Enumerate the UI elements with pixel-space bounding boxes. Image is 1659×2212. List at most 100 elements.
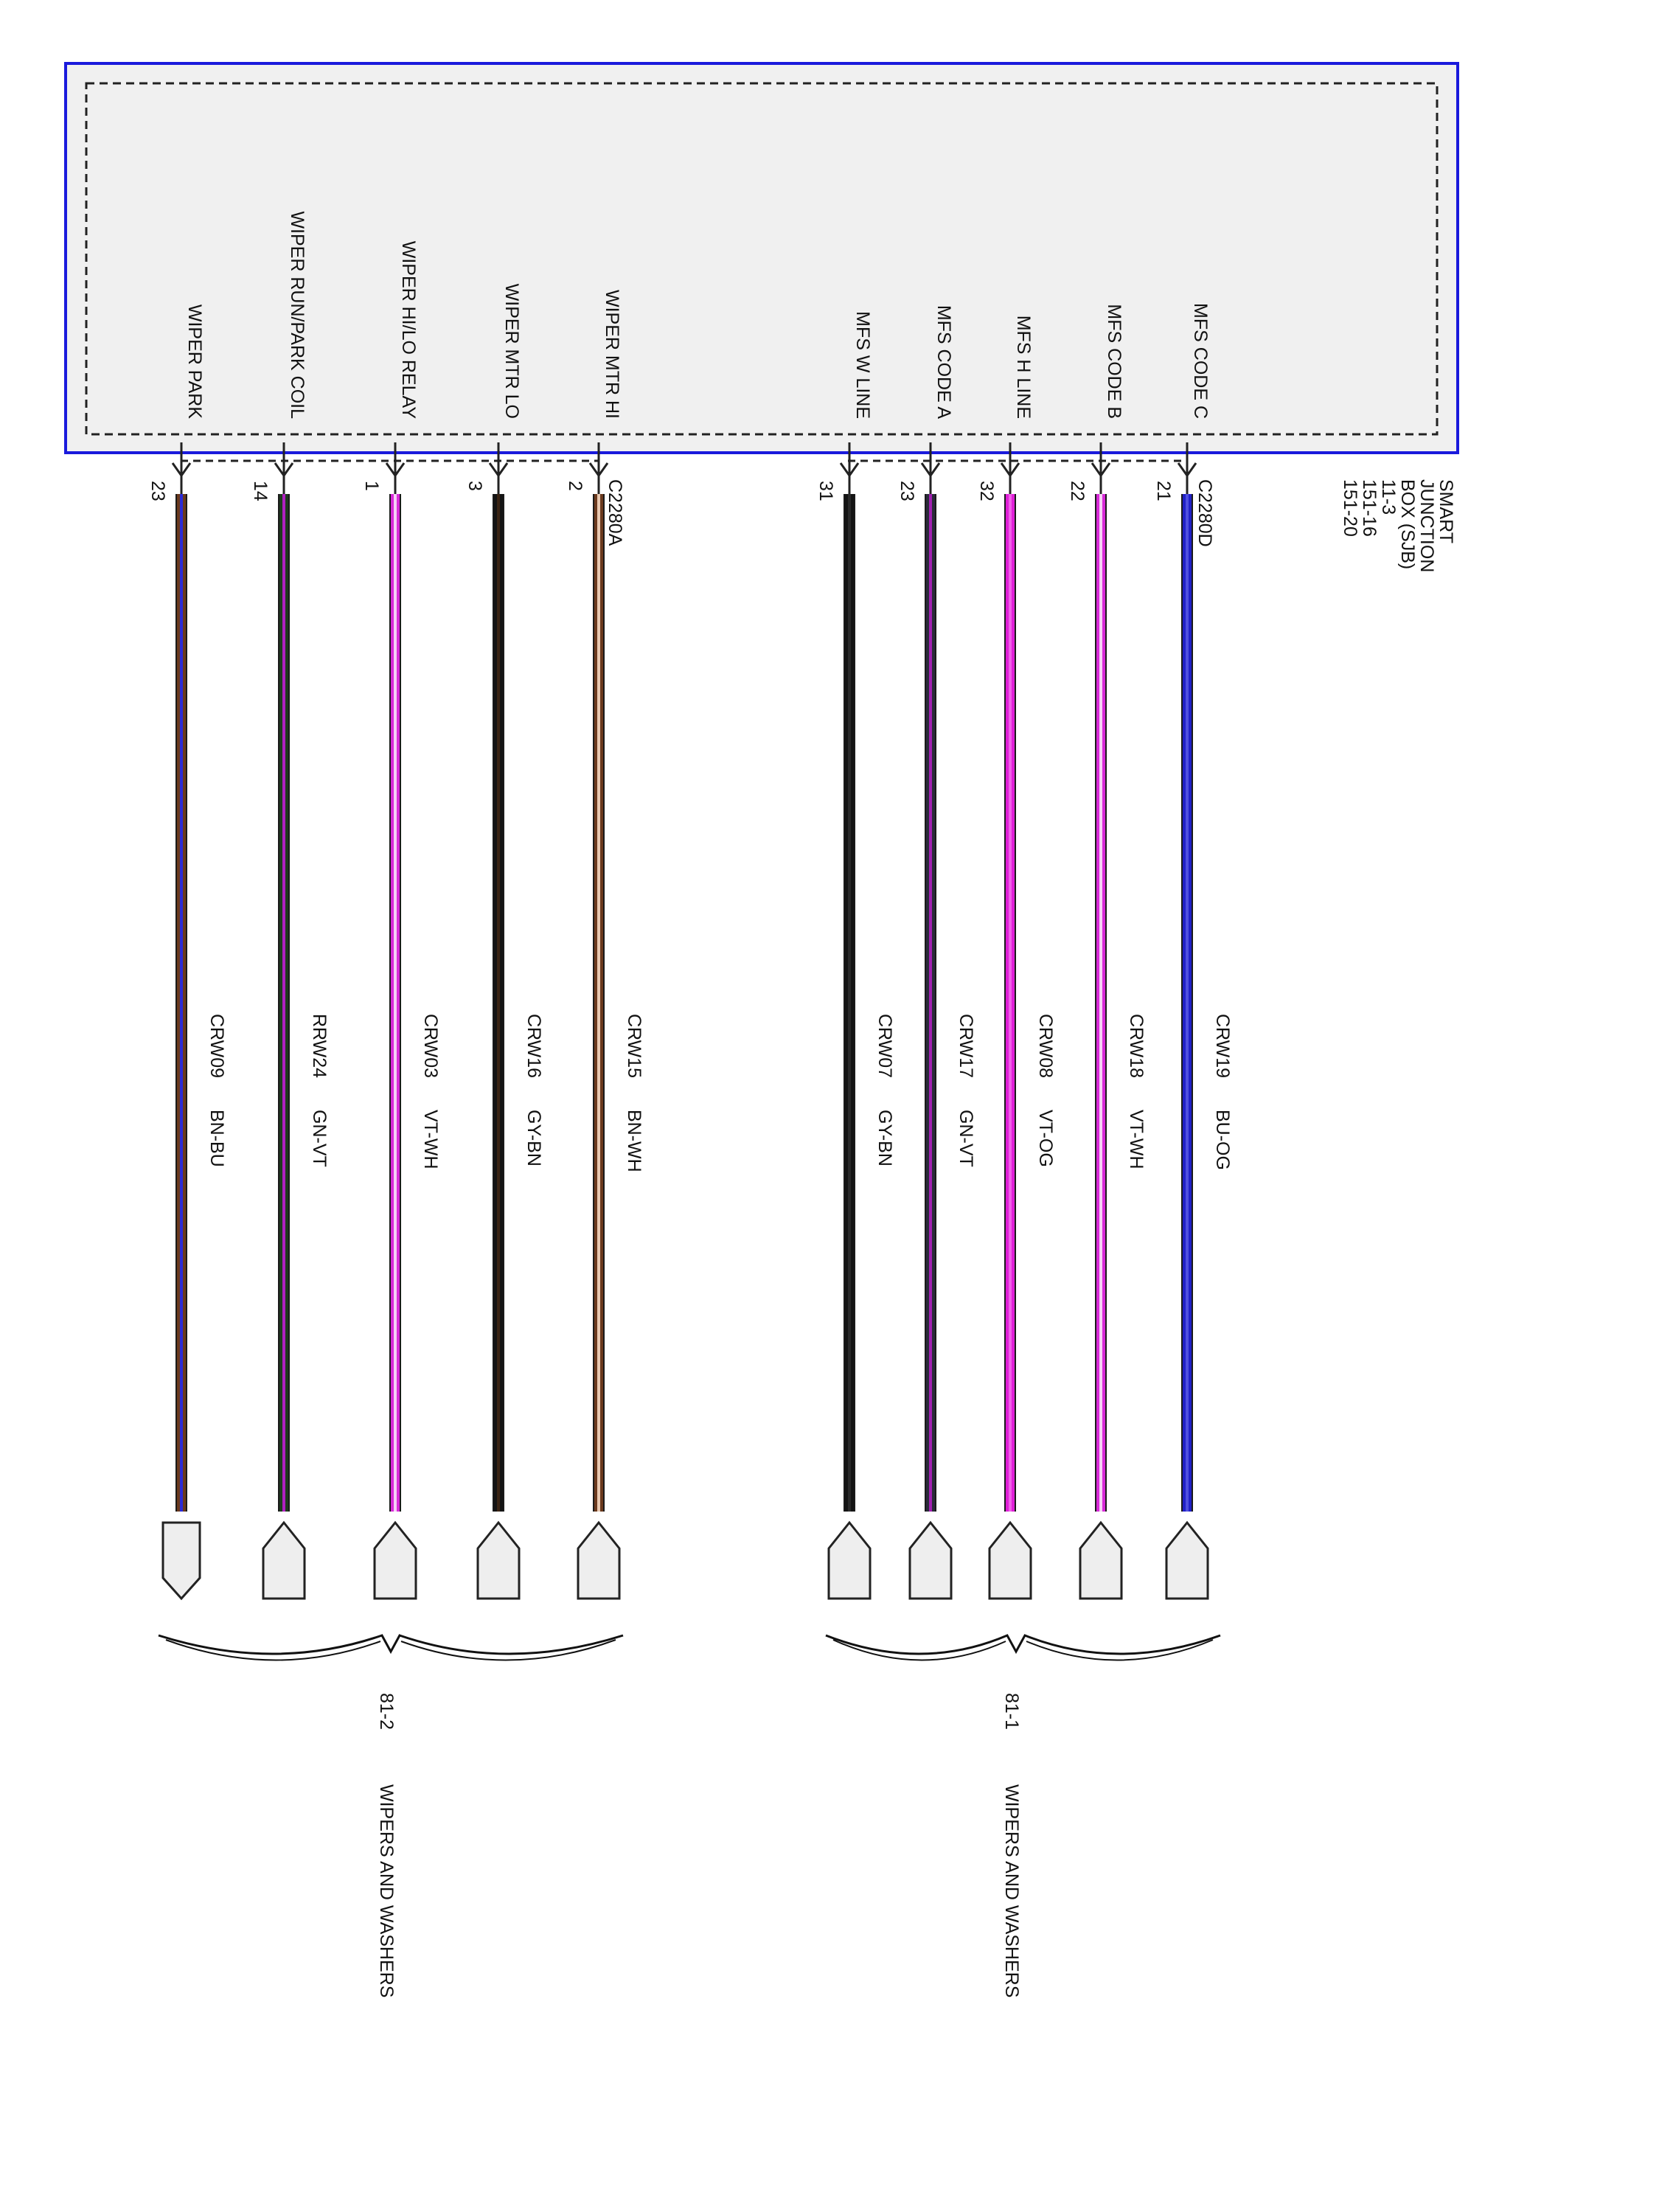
pin-number: 23 <box>897 481 917 501</box>
circuit-id: CRW19 <box>1212 1014 1233 1078</box>
wire-color-code: BN-BU <box>206 1110 227 1167</box>
circuit-id: CRW16 <box>524 1014 544 1078</box>
connector-c2280a-label: C2280A <box>605 479 625 546</box>
circuit-signal-label: MFS CODE C <box>1190 303 1211 419</box>
pin-number: 1 <box>361 481 382 491</box>
pin-number: 32 <box>976 481 997 501</box>
circuit-id: CRW09 <box>206 1014 227 1078</box>
terminal-arrow <box>588 462 609 478</box>
wire-color-code: VT-WH <box>420 1110 441 1169</box>
terminal-arrow <box>839 462 860 478</box>
sjb-module-name-line: 11-3 <box>1378 479 1399 515</box>
wire-color-code: GN-VT <box>956 1110 976 1167</box>
circuit-id: CRW08 <box>1035 1014 1056 1078</box>
group-ref: 81-2 <box>376 1693 397 1730</box>
wire-color-code: VT-WH <box>1126 1110 1147 1169</box>
circuit-id: CRW07 <box>874 1014 895 1078</box>
terminal-arrow <box>1177 462 1197 478</box>
wire-color-code: GY-BN <box>874 1110 895 1166</box>
wire-stripe <box>1009 494 1012 1512</box>
terminal-pin <box>1079 1520 1123 1600</box>
pin-number: 22 <box>1067 481 1088 501</box>
wire-stripe <box>1099 494 1102 1512</box>
wire-stripe <box>282 494 285 1512</box>
circuit-signal-label: MFS W LINE <box>852 311 873 419</box>
circuit-id: CRW18 <box>1126 1014 1147 1078</box>
wire-stripe <box>597 494 600 1512</box>
circuit-signal-label: WIPER MTR HI <box>602 290 622 419</box>
group-name: WIPERS AND WASHERS <box>376 1784 397 1997</box>
pin-number: 21 <box>1153 481 1174 501</box>
circuit-signal-label: WIPER PARK <box>184 305 205 419</box>
pin-number: 23 <box>147 481 168 501</box>
group-name: WIPERS AND WASHERS <box>1001 1784 1022 1997</box>
terminal-arrow <box>274 462 294 478</box>
terminal-arrow <box>171 462 192 478</box>
terminal-pin <box>373 1520 417 1600</box>
group-brace-inner <box>165 1639 616 1661</box>
sjb-module-name-line: JUNCTION <box>1416 479 1437 572</box>
circuit-signal-label: MFS CODE B <box>1104 304 1124 419</box>
sjb-module-inner-dashed <box>85 82 1439 436</box>
sjb-module-name-line: 151-20 <box>1340 479 1360 537</box>
pin-number: 31 <box>815 481 836 501</box>
circuit-id: RRW24 <box>309 1014 330 1078</box>
wire-stripe <box>929 494 932 1512</box>
circuit-signal-label: WIPER HI/LO RELAY <box>398 241 419 420</box>
sjb-module-name-line: 151-16 <box>1359 479 1380 537</box>
pin-number: 3 <box>465 481 485 491</box>
connector-c2280d-label: C2280D <box>1194 479 1215 547</box>
wire-stripe <box>394 494 397 1512</box>
wire-color-code: GY-BN <box>524 1110 544 1166</box>
wire-stripe <box>1186 494 1189 1512</box>
terminal-pin <box>262 1520 306 1600</box>
terminal-pin <box>476 1520 521 1600</box>
terminal-arrow <box>1000 462 1020 478</box>
group-ref: 81-1 <box>1001 1693 1022 1730</box>
terminal-pin <box>577 1520 621 1600</box>
circuit-id: CRW17 <box>956 1014 976 1078</box>
sjb-module <box>64 62 1459 454</box>
terminal-arrow <box>385 462 406 478</box>
wire-color-code: BU-OG <box>1212 1110 1233 1170</box>
sjb-module-name-line: BOX (SJB) <box>1397 479 1418 569</box>
wire-stripe <box>180 494 183 1512</box>
wire-stripe <box>848 494 851 1512</box>
terminal-arrow <box>488 462 509 478</box>
terminal-pin <box>988 1520 1032 1600</box>
sjb-module-outline <box>64 62 1459 454</box>
terminal-plug <box>161 1521 201 1601</box>
circuit-signal-label: MFS CODE A <box>933 305 954 420</box>
terminal-pin <box>827 1520 872 1600</box>
pin-number: 14 <box>250 481 271 501</box>
circuit-signal-label: WIPER RUN/PARK COIL <box>287 211 307 419</box>
wire-color-code: GN-VT <box>309 1110 330 1167</box>
terminal-pin <box>1165 1520 1209 1600</box>
terminal-arrow <box>1091 462 1111 478</box>
circuit-id: CRW03 <box>420 1014 441 1078</box>
circuit-signal-label: WIPER MTR LO <box>501 284 522 419</box>
group-brace <box>825 1634 1221 1655</box>
group-brace-inner <box>832 1639 1214 1661</box>
pin-number: 2 <box>565 481 585 491</box>
wire-color-code: VT-OG <box>1035 1110 1056 1167</box>
wire-color-code: BN-WH <box>624 1110 644 1172</box>
sjb-module-name-line: SMART <box>1436 479 1456 543</box>
terminal-pin <box>908 1520 953 1600</box>
wire-stripe <box>497 494 500 1512</box>
